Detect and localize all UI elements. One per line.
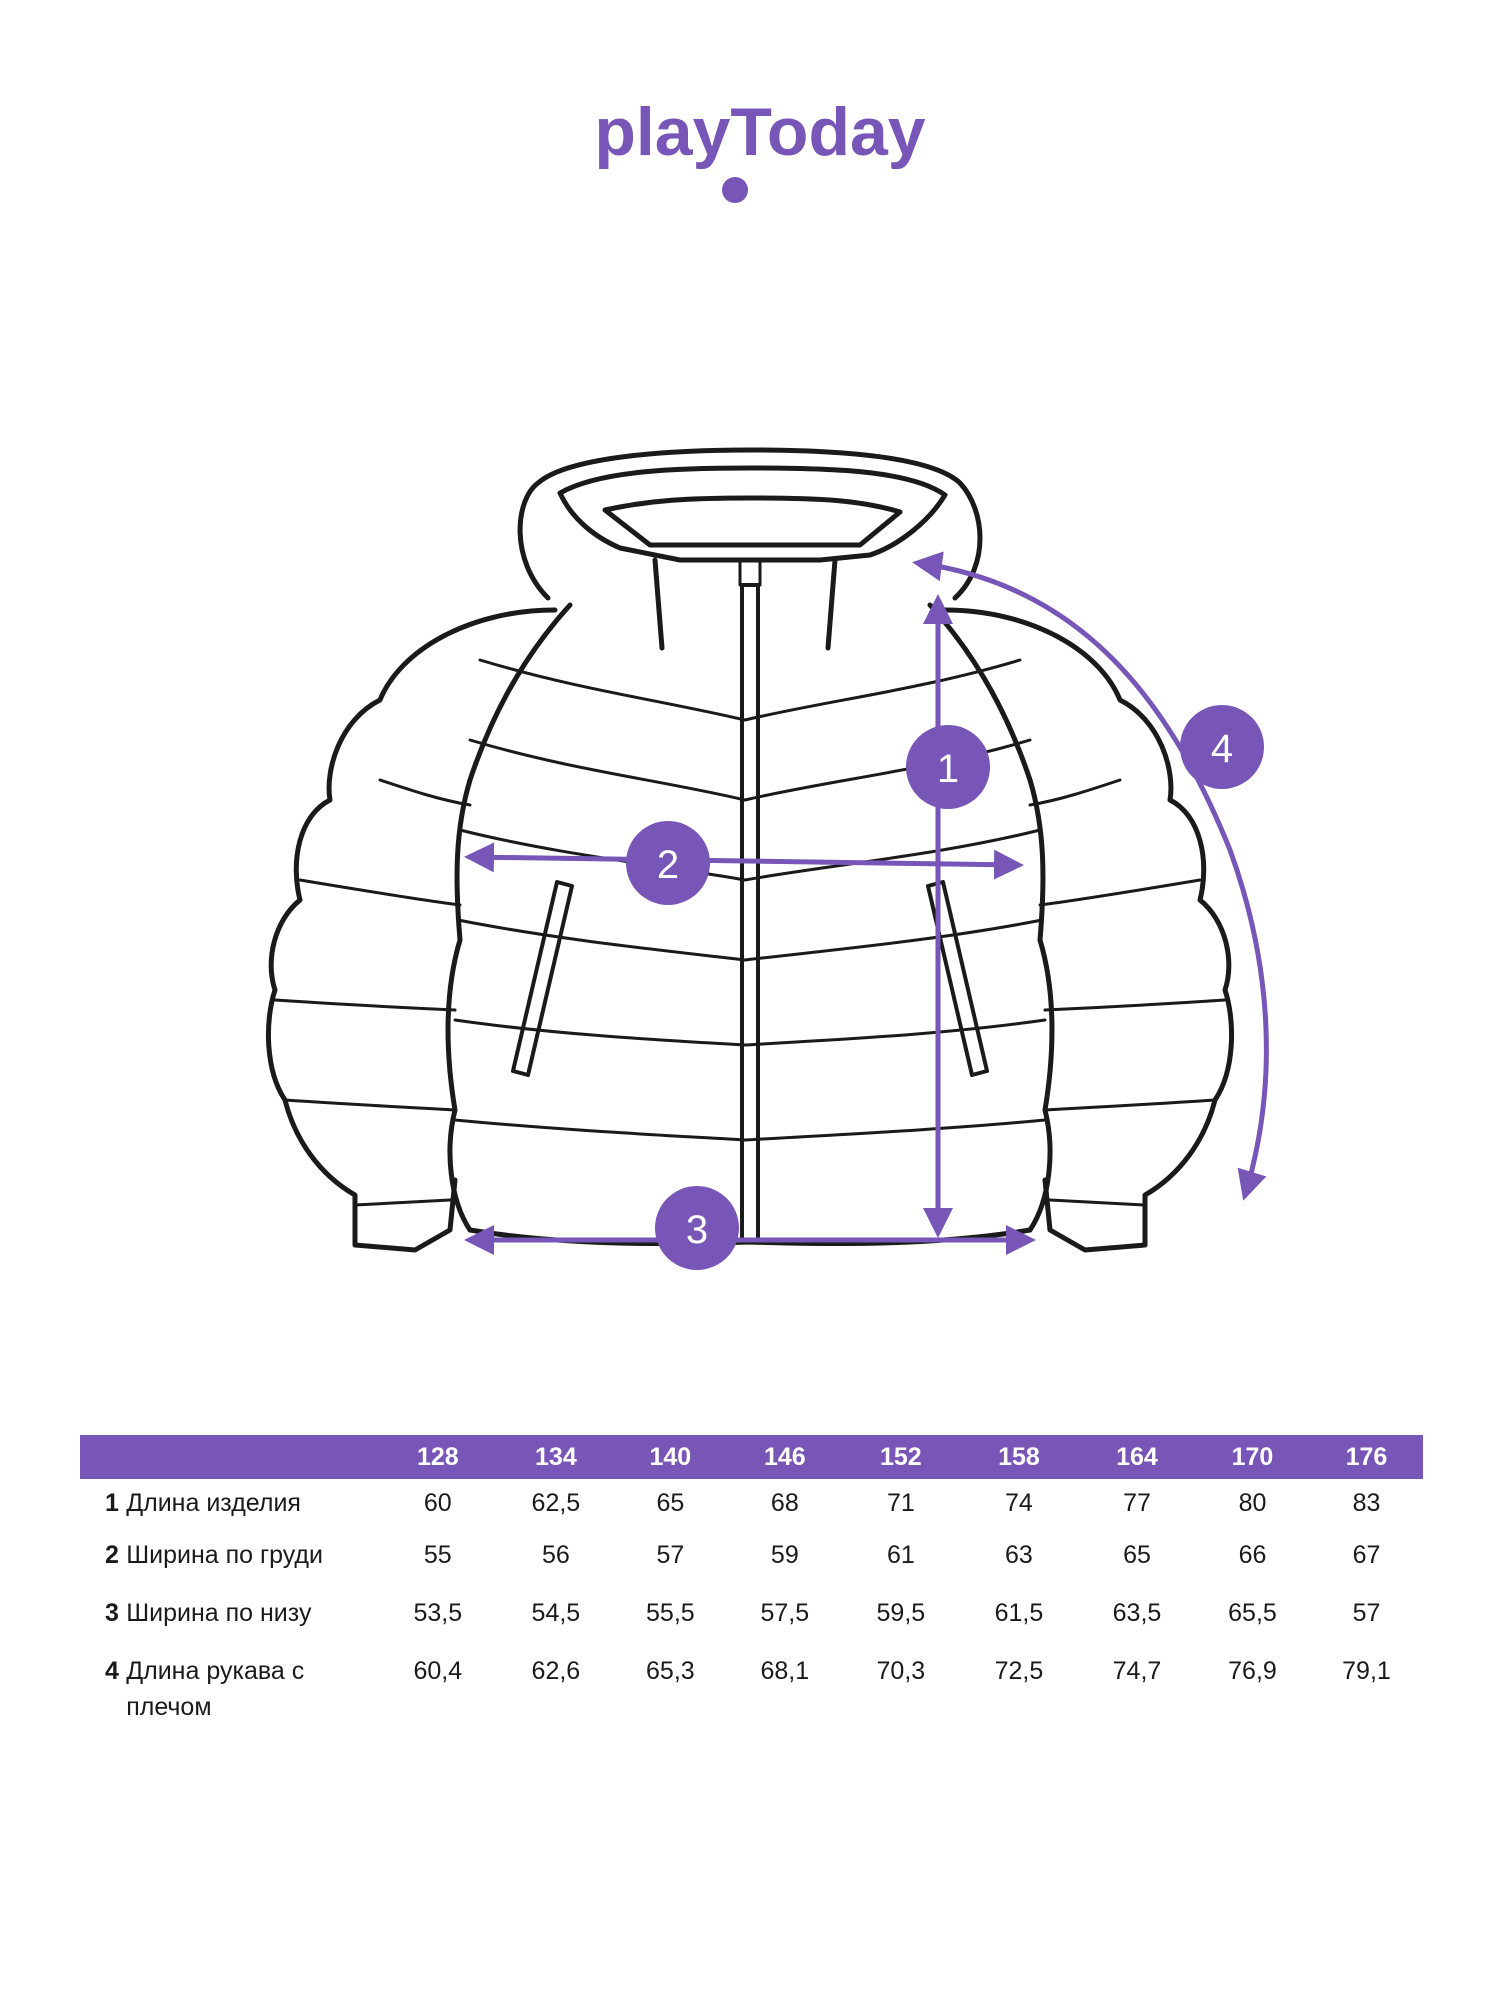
row-number: 4 — [105, 1657, 119, 1685]
size-header: 146 — [763, 1442, 806, 1471]
row-label: Длина рукава с плечом — [126, 1657, 305, 1721]
table-cell: 76,9 — [1228, 1657, 1277, 1685]
marker-3: 3 — [655, 1186, 739, 1270]
table-cell: 61 — [886, 1541, 915, 1569]
table-cell: 56 — [541, 1541, 570, 1569]
table-row: 3 Ширина по низу 53,5 54,5 55,5 57,5 59,… — [80, 1595, 1423, 1653]
table-cell: 65 — [656, 1489, 685, 1517]
table-row: 1 Длина изделия 60 62,5 65 68 71 74 77 8… — [80, 1479, 1423, 1537]
table-cell: 63 — [1005, 1541, 1033, 1569]
svg-text:3: 3 — [686, 1208, 708, 1252]
row-label: Ширина по груди — [126, 1541, 323, 1569]
brand-logo-dot — [722, 177, 748, 203]
table-cell: 67 — [1352, 1541, 1381, 1569]
table-cell: 65,5 — [1228, 1599, 1277, 1627]
table-cell: 71 — [886, 1489, 915, 1517]
table-cell: 66 — [1238, 1541, 1267, 1569]
table-cell: 65 — [1123, 1541, 1151, 1569]
marker-4: 4 — [1180, 705, 1264, 789]
row-number: 3 — [105, 1599, 119, 1627]
table-cell: 62,5 — [531, 1489, 581, 1517]
jacket-measurement-diagram: 1 2 3 4 — [266, 447, 1269, 1270]
table-cell: 68,1 — [760, 1657, 810, 1685]
table-cell: 60,4 — [413, 1657, 463, 1685]
size-header: 158 — [998, 1442, 1040, 1471]
size-header: 170 — [1231, 1442, 1274, 1471]
table-cell: 55,5 — [646, 1599, 695, 1627]
svg-text:2: 2 — [657, 843, 679, 887]
table-cell: 74 — [1005, 1489, 1033, 1517]
size-header: 140 — [649, 1442, 692, 1471]
marker-2: 2 — [626, 821, 710, 905]
table-row: 4 Длина рукава с плечом 60,4 62,6 65,3 6… — [80, 1653, 1423, 1725]
svg-text:1: 1 — [937, 747, 959, 791]
table-cell: 55 — [423, 1541, 452, 1569]
row-number: 2 — [105, 1541, 119, 1569]
table-cell: 62,6 — [531, 1657, 581, 1685]
table-cell: 79,1 — [1342, 1657, 1391, 1685]
table-cell: 72,5 — [994, 1657, 1044, 1685]
size-header-row: 128 134 140 146 152 158 164 170 176 — [80, 1435, 1423, 1479]
table-cell: 59 — [770, 1541, 799, 1569]
table-cell: 60 — [423, 1489, 452, 1517]
row-label: Длина изделия — [126, 1489, 301, 1517]
brand-logo-text: playToday — [594, 95, 925, 170]
size-chart-table: 128 134 140 146 152 158 164 170 176 1 Дл… — [80, 1435, 1423, 1725]
table-row: 2 Ширина по груди 55 56 57 59 61 63 65 6… — [80, 1537, 1423, 1595]
table-cell: 59,5 — [876, 1599, 926, 1627]
table-cell: 63,5 — [1112, 1599, 1162, 1627]
size-header: 134 — [535, 1442, 577, 1471]
table-cell: 74,7 — [1112, 1657, 1162, 1685]
size-header: 176 — [1345, 1442, 1388, 1471]
table-cell: 53,5 — [413, 1599, 463, 1627]
size-header: 152 — [879, 1442, 922, 1471]
table-cell: 83 — [1352, 1489, 1381, 1517]
marker-1: 1 — [906, 725, 990, 809]
row-label: Ширина по низу — [126, 1599, 312, 1627]
table-cell: 61,5 — [994, 1599, 1044, 1627]
table-cell: 57 — [1352, 1599, 1381, 1627]
table-cell: 68 — [770, 1489, 799, 1517]
table-cell: 57 — [656, 1541, 685, 1569]
measurement-arrows — [464, 551, 1269, 1255]
svg-text:4: 4 — [1211, 727, 1233, 771]
header-spacer — [126, 1435, 378, 1479]
size-header: 164 — [1116, 1442, 1158, 1471]
table-cell: 57,5 — [760, 1599, 810, 1627]
table-cell: 80 — [1238, 1489, 1267, 1517]
table-cell: 77 — [1123, 1489, 1151, 1517]
table-cell: 70,3 — [876, 1657, 926, 1685]
table-cell: 54,5 — [531, 1599, 581, 1627]
row-number: 1 — [105, 1489, 119, 1517]
size-header: 128 — [416, 1442, 459, 1471]
table-cell: 65,3 — [646, 1657, 695, 1685]
arrow-sleeve-length — [912, 551, 1269, 1201]
jacket-outline — [266, 447, 1234, 1253]
header-spacer — [80, 1435, 126, 1479]
brand-logo: playToday — [594, 95, 926, 203]
